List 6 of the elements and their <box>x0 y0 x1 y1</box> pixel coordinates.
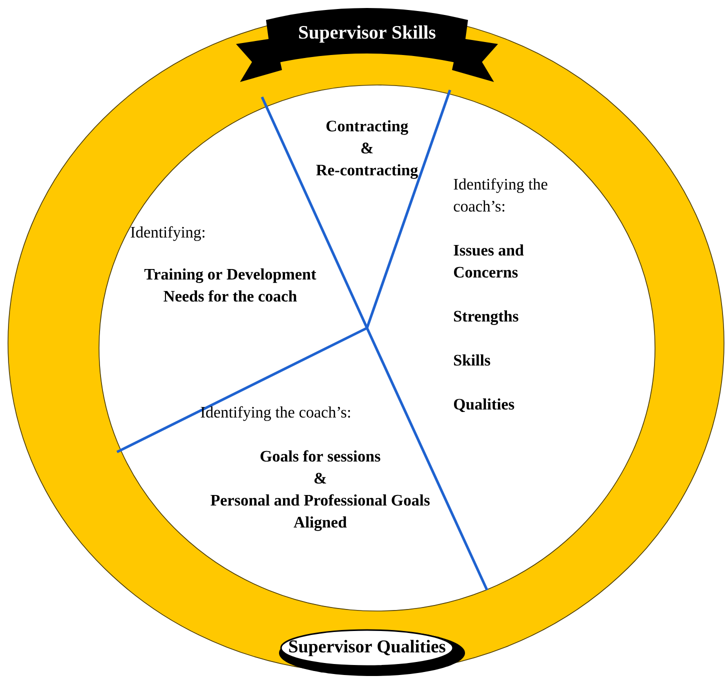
segment-text: Contracting & Re-contracting <box>316 120 418 179</box>
segment-text: Identifying: Training or Development Needs for the coach <box>130 226 316 302</box>
segment-text: Identifying the coach’s: Issues and Concerns Strengths Skills Qualities <box>454 178 548 412</box>
segment-text: Identifying the coach’s: Goals for sessions & Personal and Professional Goals Aligned <box>200 406 430 531</box>
oval-badge: Supervisor Qualities <box>279 629 465 676</box>
ribbon-banner: Supervisor Skills <box>236 8 498 82</box>
